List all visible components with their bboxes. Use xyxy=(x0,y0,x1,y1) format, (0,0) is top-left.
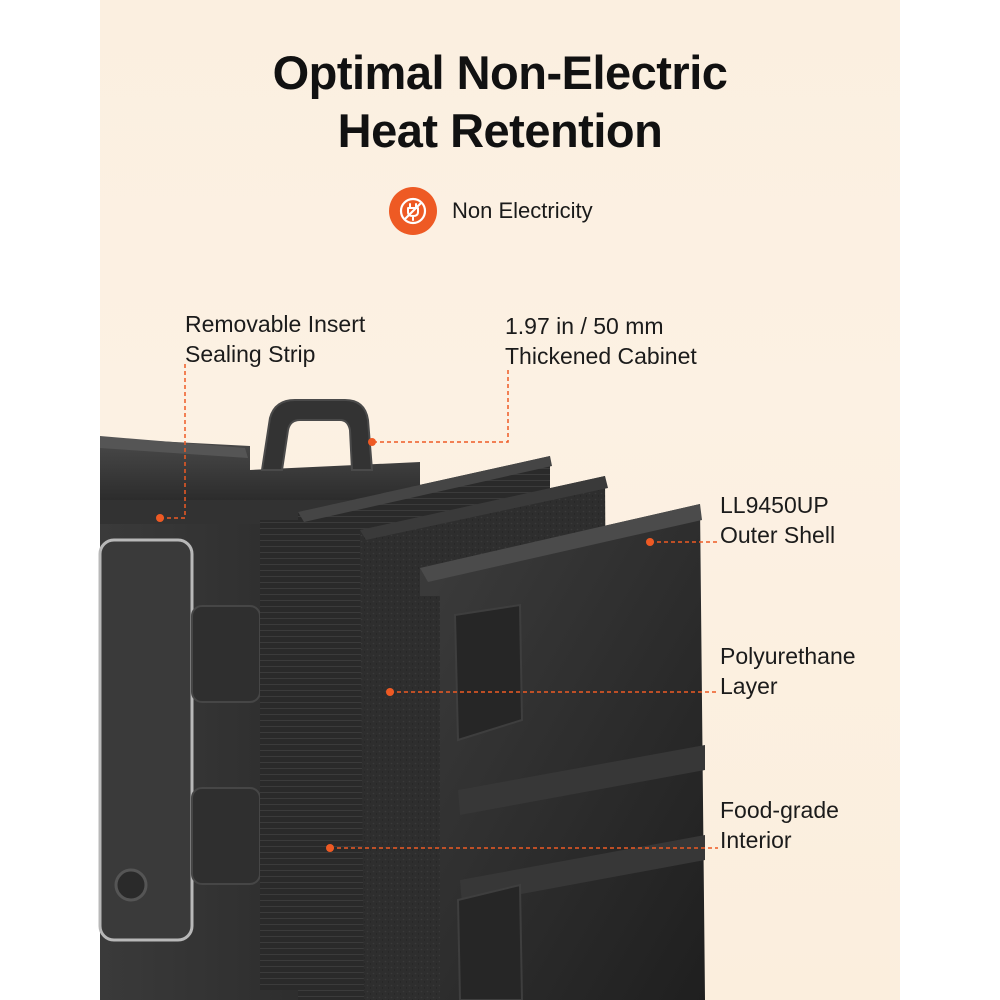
page-title: Optimal Non-Electric Heat Retention xyxy=(0,44,1000,160)
non-electricity-badge: Non Electricity xyxy=(389,186,593,236)
callout-poly-line-1: Polyurethane xyxy=(720,643,856,669)
callout-leaders xyxy=(160,364,718,849)
no-plug-icon xyxy=(389,187,437,235)
badge-label: Non Electricity xyxy=(452,198,593,223)
callout-cabinet-line-2: Thickened Cabinet xyxy=(505,343,697,369)
hinge-top xyxy=(191,605,261,703)
callout-thickened-cabinet: 1.97 in / 50 mm Thickened Cabinet xyxy=(505,311,697,371)
callout-insert-sealing-strip: Removable Insert Sealing Strip xyxy=(185,309,365,369)
callout-food-grade-interior: Food-grade Interior xyxy=(720,795,839,855)
carry-handle xyxy=(260,399,374,471)
callout-insert-line-1: Removable Insert xyxy=(185,311,366,337)
callout-interior-line-1: Food-grade xyxy=(720,797,839,823)
callout-shell-line-1: LL9450UP xyxy=(720,492,829,518)
callout-outer-shell: LL9450UP Outer Shell xyxy=(720,490,835,550)
title-line-1: Optimal Non-Electric xyxy=(272,46,728,99)
title-line-2: Heat Retention xyxy=(337,104,663,157)
hinge-bottom xyxy=(191,787,261,885)
callout-cabinet-line-1: 1.97 in / 50 mm xyxy=(505,313,664,339)
outer-shell-layer xyxy=(420,504,705,1000)
callout-shell-line-2: Outer Shell xyxy=(720,522,836,548)
callout-polyurethane-layer: Polyurethane Layer xyxy=(720,641,856,701)
callout-insert-line-2: Sealing Strip xyxy=(185,341,316,367)
latch-button-icon xyxy=(114,868,148,902)
callout-dots xyxy=(156,438,654,852)
callout-poly-line-2: Layer xyxy=(720,673,778,699)
callout-interior-line-2: Interior xyxy=(720,827,792,853)
